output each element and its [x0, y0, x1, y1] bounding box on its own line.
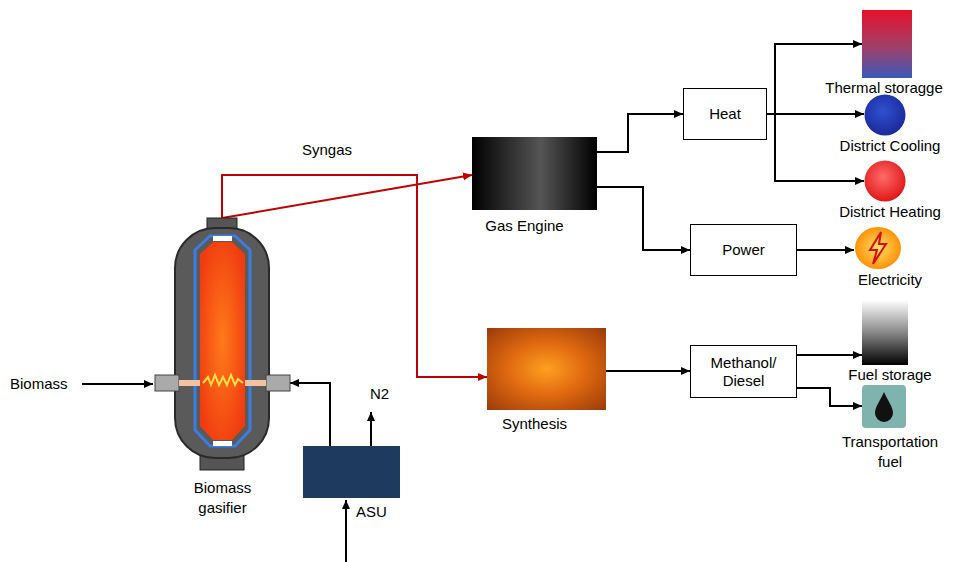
flow-arrow — [797, 388, 862, 406]
synthesis-reactor: Synthesis — [487, 328, 606, 410]
flow-arrow — [767, 113, 864, 115]
node-label: Electricity — [856, 270, 924, 290]
flow-arrow — [597, 114, 683, 152]
flow-arrow — [597, 187, 690, 250]
flow-arrow — [797, 249, 854, 251]
fuel-storage: Fuel storage — [862, 300, 908, 365]
node-label: Transportation fuel — [831, 432, 950, 473]
node-label: ASU — [354, 502, 389, 522]
node-label: Methanol/ Diesel — [697, 354, 790, 390]
district-heating: District Heating — [864, 160, 906, 202]
node-label: Fuel storage — [846, 365, 933, 385]
process-box: Heat — [683, 88, 767, 140]
air-arrow — [345, 500, 347, 562]
process-box: Methanol/ Diesel — [690, 345, 797, 398]
district-cooling: District Cooling — [864, 94, 906, 136]
node-label: District Heating — [837, 202, 943, 222]
feed-arrow — [82, 383, 153, 385]
thermal-storage: Thermal storagge — [862, 10, 912, 78]
fuel-drop-icon: Transportation fuel — [862, 385, 906, 428]
node-label: Gas Engine — [483, 216, 565, 236]
electricity-icon: Electricity — [854, 226, 902, 270]
edge-label: Syngas — [300, 141, 354, 159]
node-label: Synthesis — [500, 414, 569, 434]
node-label: Heat — [709, 105, 741, 123]
process-box: Power — [690, 224, 797, 276]
vent-arrow — [370, 412, 372, 446]
gasifier-vessel: Biomass gasifier — [155, 218, 290, 470]
stream-label: N2 — [368, 385, 391, 403]
flow-arrow — [797, 354, 862, 356]
flow-arrow — [290, 383, 330, 446]
syngas-line — [222, 175, 472, 218]
air-separation-unit: ASU — [303, 446, 400, 498]
gas-engine: Gas Engine — [472, 137, 597, 210]
node-label: Biomass gasifier — [166, 478, 280, 519]
node-label: Power — [722, 241, 765, 259]
feed-label: Biomass — [8, 375, 70, 393]
flow-arrow — [606, 370, 690, 372]
node-label: District Cooling — [838, 136, 943, 156]
